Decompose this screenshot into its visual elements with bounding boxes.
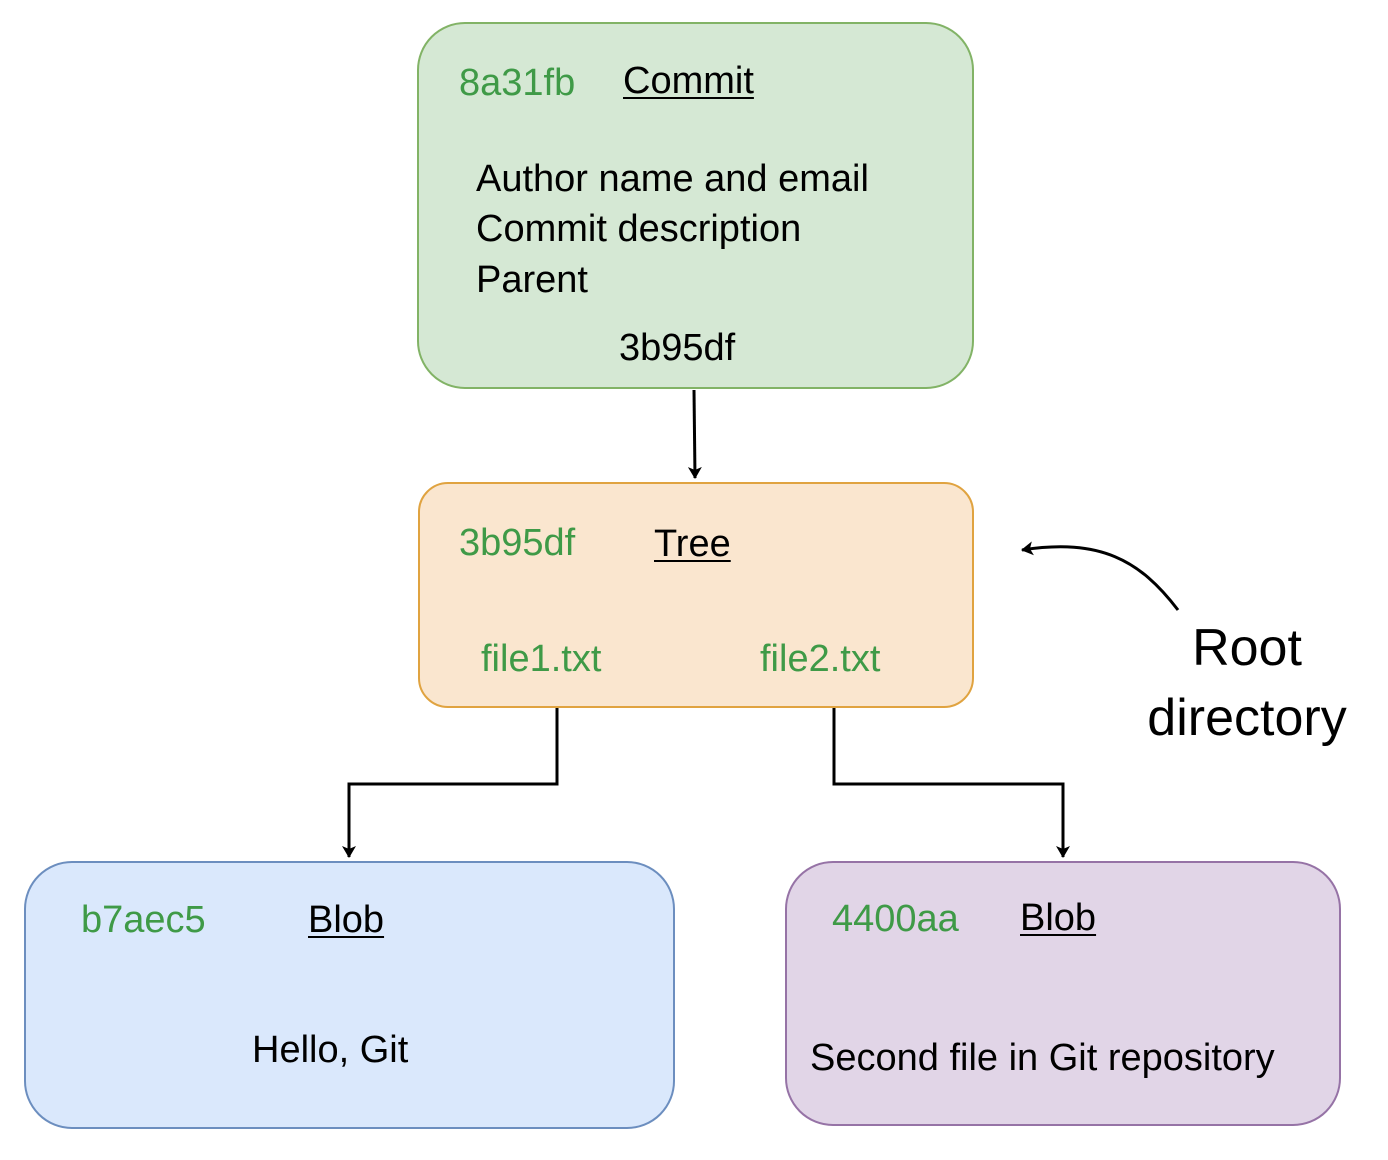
edge-commit-to-tree (687, 389, 702, 479)
tree-entry-file2: file2.txt (760, 638, 881, 680)
tree-node (418, 482, 974, 708)
commit-author-line: Author name and email (476, 158, 869, 200)
blob-node-2 (785, 861, 1341, 1126)
tree-hash: 3b95df (459, 522, 576, 564)
commit-type-label: Commit (623, 60, 754, 102)
commit-tree-ref: 3b95df (619, 327, 736, 369)
blob2-content: Second file in Git repository (810, 1037, 1275, 1079)
commit-node (417, 22, 974, 389)
root-directory-annotation-line1: Root (1192, 619, 1302, 677)
blob1-type-label: Blob (308, 899, 385, 941)
edge-tree-file2-to-blob2 (832, 708, 1070, 858)
tree-entry-file1: file1.txt (481, 638, 602, 680)
commit-parent-line: Parent (476, 259, 588, 301)
blob1-hash: b7aec5 (81, 899, 206, 941)
edge-tree-file1-to-blob1 (342, 708, 559, 858)
edge-annotation-to-tree (1021, 541, 1180, 611)
commit-description-line: Commit description (476, 208, 802, 250)
tree-type-label: Tree (654, 523, 731, 565)
blob2-hash: 4400aa (832, 898, 959, 940)
blob1-content: Hello, Git (252, 1029, 409, 1071)
root-directory-annotation-line2: directory (1147, 689, 1347, 747)
blob-node-1 (24, 861, 675, 1129)
commit-hash: 8a31fb (459, 62, 576, 104)
blob2-type-label: Blob (1020, 897, 1097, 939)
